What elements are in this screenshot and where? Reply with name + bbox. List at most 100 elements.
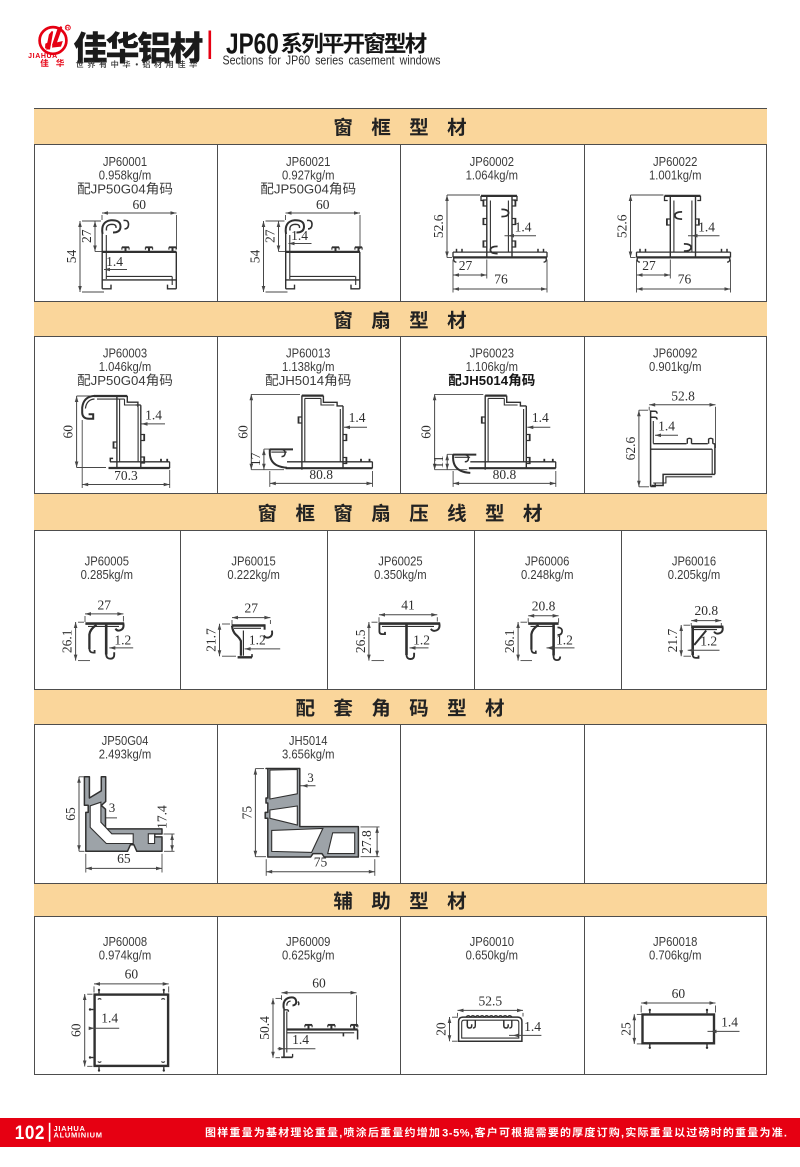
svg-text:0.285kg/m: 0.285kg/m [81,567,134,582]
svg-text:JP60006: JP60006 [525,554,570,569]
svg-text:,: , [621,1127,624,1139]
svg-text:1.4: 1.4 [658,419,675,434]
svg-text:JP60010: JP60010 [470,934,515,949]
svg-text:21.7: 21.7 [204,628,219,652]
svg-text:102: 102 [15,1121,45,1143]
svg-text:1.064kg/m: 1.064kg/m [466,168,519,183]
svg-text:JP50G04: JP50G04 [102,733,149,748]
svg-text:JP60005: JP60005 [85,554,130,569]
svg-text:JP60003: JP60003 [103,346,148,361]
svg-text:Sections for JP60 series casem: Sections for JP60 series casement window… [223,52,441,67]
svg-text:JP60023: JP60023 [470,346,515,361]
svg-text:60: 60 [316,197,330,212]
svg-text:54: 54 [64,250,79,264]
svg-text:60: 60 [133,197,147,212]
svg-text:27: 27 [245,601,259,616]
svg-text:,: , [470,1127,473,1139]
svg-text:1.046kg/m: 1.046kg/m [99,359,152,374]
svg-text:27: 27 [459,258,473,273]
svg-text:52.8: 52.8 [671,388,695,403]
svg-text:JP60021: JP60021 [286,154,331,169]
svg-text:JP50G04: JP50G04 [274,181,329,196]
svg-text:20.8: 20.8 [532,598,556,613]
svg-text:1.4: 1.4 [532,410,549,425]
svg-text:70.3: 70.3 [114,468,138,483]
svg-text:JP60: JP60 [226,27,279,60]
svg-text:1.4: 1.4 [292,1032,309,1047]
svg-text:JP60001: JP60001 [103,154,148,169]
svg-text:0.205kg/m: 0.205kg/m [668,567,721,582]
svg-text:60: 60 [419,425,434,439]
svg-text:0.222kg/m: 0.222kg/m [227,567,280,582]
svg-text:80.8: 80.8 [493,467,517,482]
svg-text:1.4: 1.4 [698,220,715,235]
svg-text:75: 75 [314,854,328,869]
svg-text:17: 17 [248,452,263,466]
svg-text:JP60015: JP60015 [231,554,276,569]
svg-text:0.625kg/m: 0.625kg/m [282,948,335,963]
svg-text:41: 41 [401,598,415,613]
svg-text:0.901kg/m: 0.901kg/m [649,359,702,374]
svg-text:,: , [339,1127,342,1139]
svg-text:50.4: 50.4 [257,1016,272,1040]
svg-text:65: 65 [117,851,131,866]
svg-text:JH5014: JH5014 [289,733,328,748]
svg-text:3.656kg/m: 3.656kg/m [282,747,335,762]
svg-text:1.138kg/m: 1.138kg/m [282,359,335,374]
svg-text:0.650kg/m: 0.650kg/m [466,948,519,963]
svg-text:52.6: 52.6 [431,214,446,238]
svg-text:0.927kg/m: 0.927kg/m [282,168,335,183]
svg-text:60: 60 [672,986,686,1001]
svg-text:JP50G04: JP50G04 [91,373,146,388]
svg-text:27.8: 27.8 [359,830,374,854]
svg-text:1.4: 1.4 [349,410,366,425]
svg-text:52.6: 52.6 [615,214,630,238]
svg-text:1.2: 1.2 [249,633,266,648]
svg-text:.: . [784,1127,787,1139]
svg-text:1.2: 1.2 [114,633,131,648]
svg-text:JP60022: JP60022 [653,154,697,169]
svg-text:1.4: 1.4 [524,1019,541,1034]
svg-text:1.4: 1.4 [721,1014,738,1029]
svg-text:1.2: 1.2 [556,633,573,648]
svg-text:JH5014: JH5014 [462,373,509,388]
svg-text:JP60002: JP60002 [470,154,514,169]
svg-text:3-5%: 3-5% [442,1127,470,1139]
svg-text:1.4: 1.4 [106,254,123,269]
svg-text:1.2: 1.2 [413,633,430,648]
svg-text:20.8: 20.8 [694,603,718,618]
svg-text:26.1: 26.1 [60,629,75,653]
svg-text:JP60013: JP60013 [286,346,331,361]
svg-text:27: 27 [642,258,656,273]
svg-text:JH5014: JH5014 [279,373,324,388]
svg-text:JIAHUA: JIAHUA [28,53,58,60]
svg-text:1.001kg/m: 1.001kg/m [649,168,702,183]
svg-text:27: 27 [97,597,111,612]
svg-text:0.350kg/m: 0.350kg/m [374,567,427,582]
svg-text:60: 60 [69,1023,84,1037]
svg-text:26.1: 26.1 [502,629,517,653]
svg-text:JP60016: JP60016 [672,554,717,569]
svg-text:25: 25 [618,1022,633,1036]
svg-text:76: 76 [494,272,508,287]
svg-text:60: 60 [61,425,76,439]
svg-text:52.5: 52.5 [478,993,502,1008]
svg-text:17.4: 17.4 [155,805,170,829]
svg-text:65: 65 [63,807,78,821]
svg-text:1.106kg/m: 1.106kg/m [466,359,519,374]
svg-text:76: 76 [678,272,692,287]
svg-text:60: 60 [312,976,326,991]
svg-text:1.4: 1.4 [145,408,162,423]
svg-text:0.706kg/m: 0.706kg/m [649,948,702,963]
svg-text:JIAHUA: JIAHUA [54,1124,86,1133]
svg-text:80.8: 80.8 [309,467,333,482]
svg-text:1.4: 1.4 [101,1010,118,1025]
svg-text:1.4: 1.4 [515,220,532,235]
svg-text:21.7: 21.7 [665,629,680,653]
svg-text:11: 11 [431,456,446,469]
svg-text:R: R [66,26,70,32]
svg-text:60: 60 [125,967,139,982]
svg-text:ALUMINIUM: ALUMINIUM [54,1131,103,1140]
svg-text:60: 60 [235,425,250,439]
svg-text:3: 3 [307,770,314,785]
